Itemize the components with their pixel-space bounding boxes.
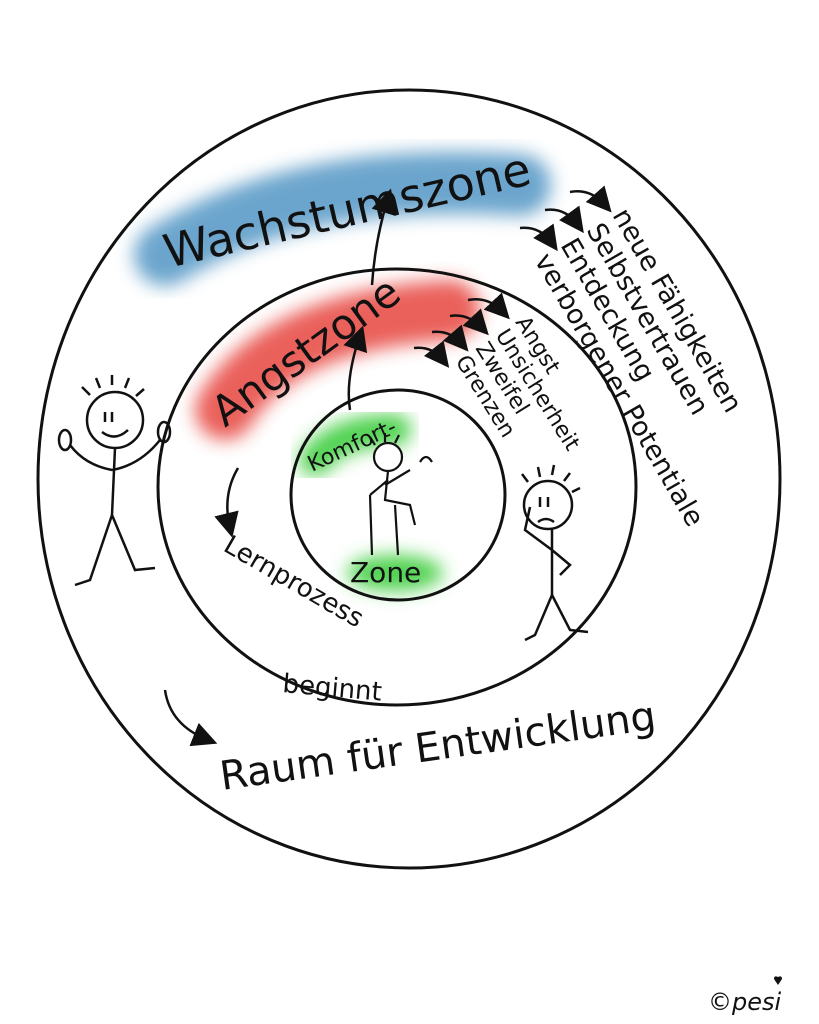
happy-stick-figure-icon — [57, 375, 172, 587]
arrow-up-icon — [343, 325, 368, 411]
signature: ©pesi — [708, 988, 782, 1016]
fear-zone-label: Angstzone — [202, 267, 409, 436]
comfort-zone-label-bottom: Zone — [350, 556, 421, 589]
arrow-down-icon — [214, 467, 240, 538]
arrow-right-icon — [467, 292, 510, 320]
arrow-up-icon — [370, 188, 396, 286]
comfort-bottom-highlight — [347, 555, 443, 591]
worried-stick-figure-icon — [521, 464, 589, 642]
learning-line-1: Lernprozess — [219, 530, 369, 634]
arrow-right-icon — [163, 689, 218, 747]
sitting-stick-figure-icon — [368, 433, 433, 556]
learning-line-2: beginnt — [281, 669, 383, 708]
middle-circle — [156, 267, 638, 707]
arrow-right-icon — [413, 340, 450, 368]
arrow-right-icon — [519, 223, 558, 252]
arrow-right-icon — [569, 185, 612, 213]
heart-icon — [774, 976, 782, 985]
arrow-right-icon — [431, 324, 469, 352]
inner-circle — [289, 388, 507, 602]
growth-zone-highlight — [134, 151, 551, 286]
outer-circle — [36, 88, 782, 870]
outer-caption: Raum für Entwicklung — [217, 693, 659, 800]
arrow-right-icon — [544, 205, 584, 234]
comfort-top-highlight — [299, 414, 411, 476]
arrow-right-icon — [449, 308, 489, 336]
fear-zone-highlight — [195, 280, 480, 440]
